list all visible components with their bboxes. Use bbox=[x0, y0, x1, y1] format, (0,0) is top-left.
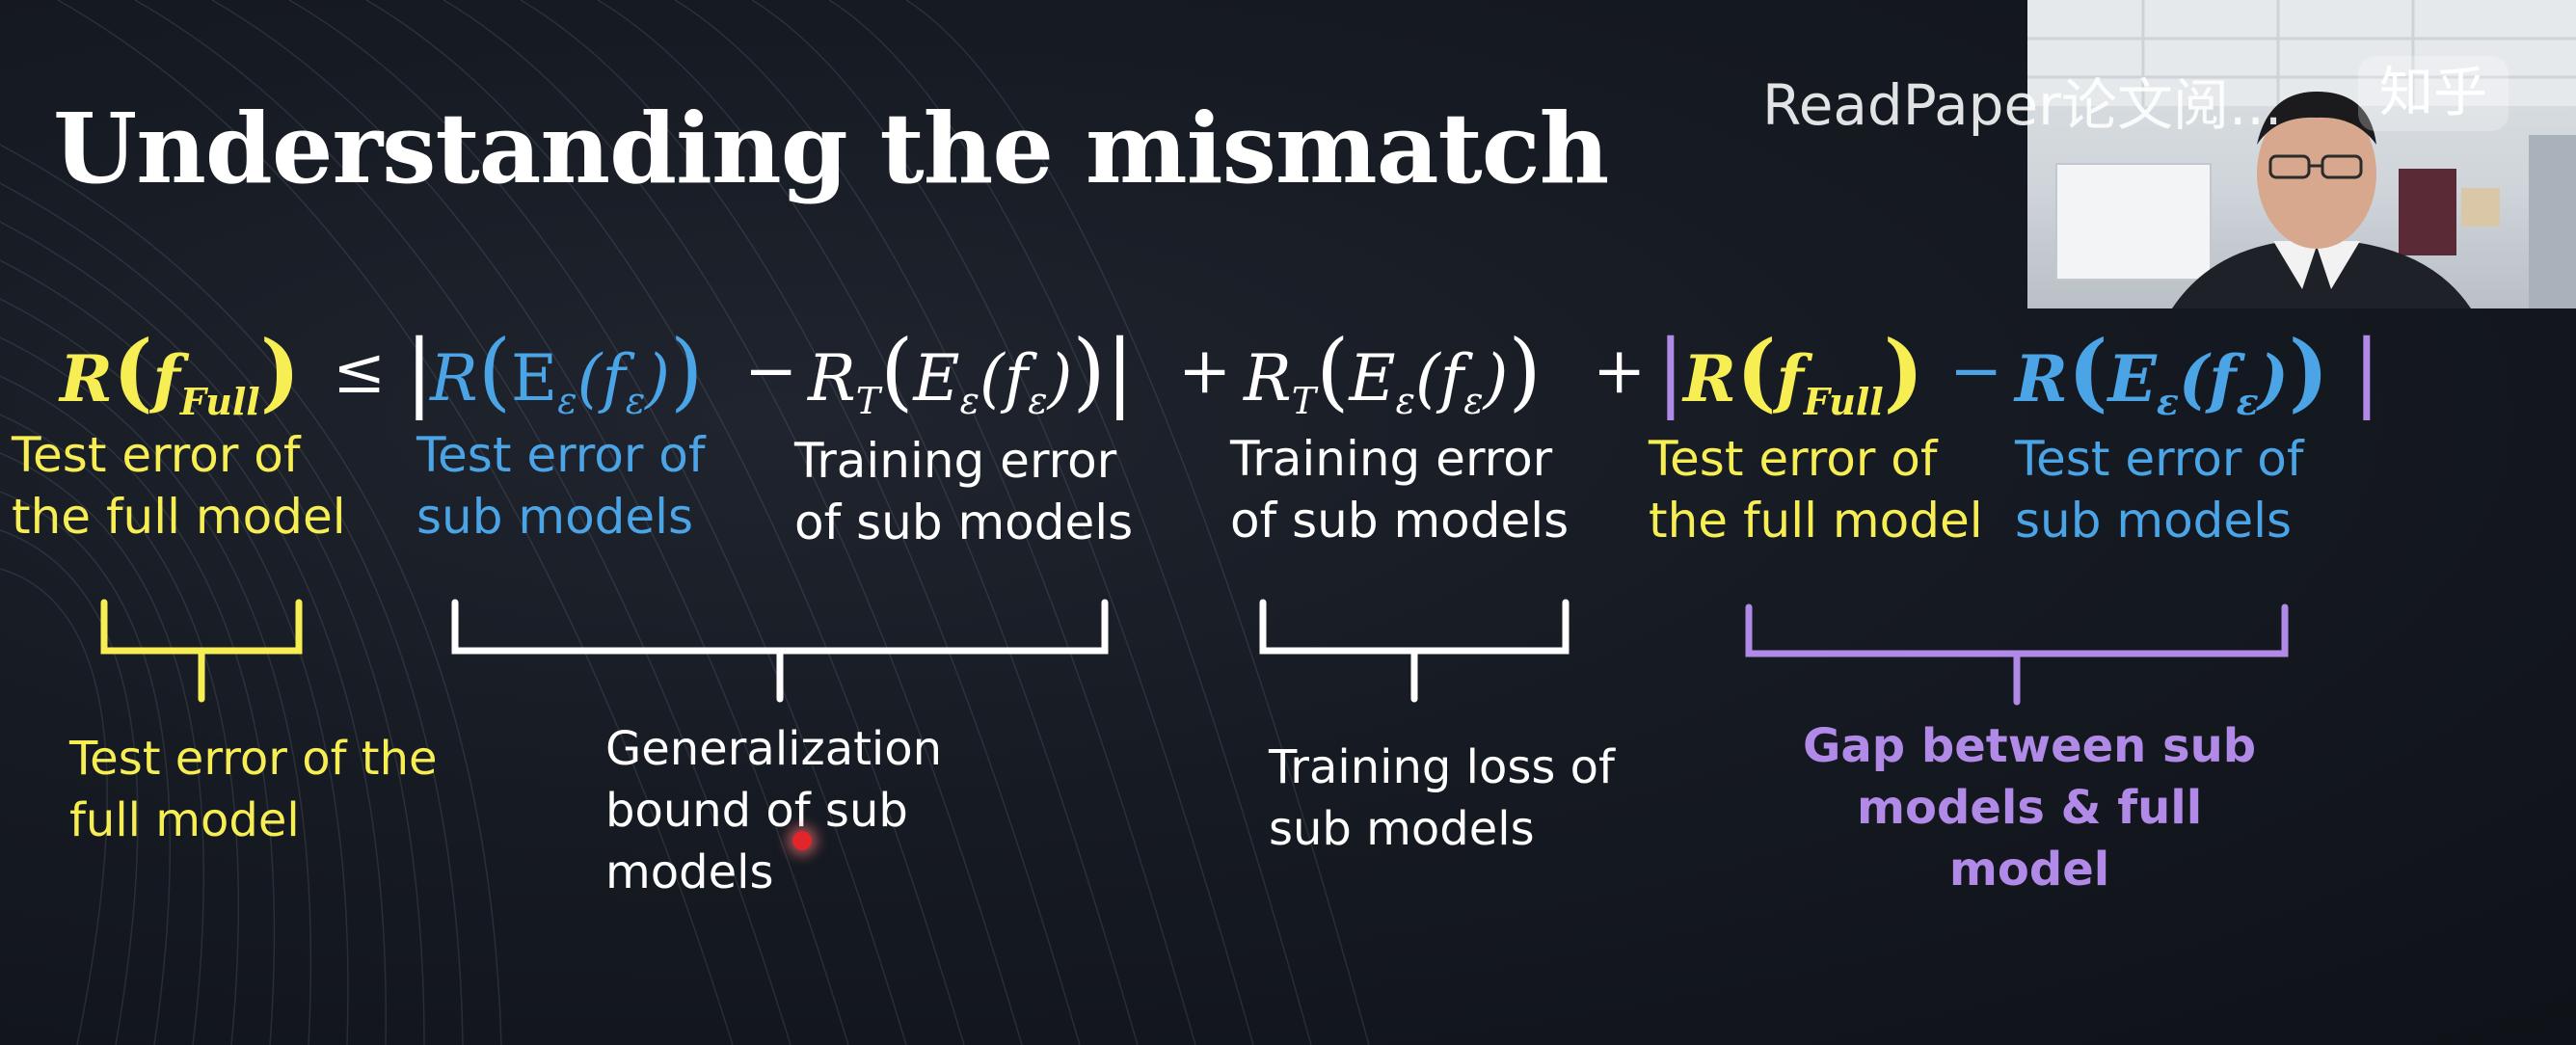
annotation-training-loss: Training loss of sub models bbox=[1269, 740, 1615, 856]
label-training-error-sub-2: Training error of sub models bbox=[1230, 431, 1570, 549]
eq-minus: − bbox=[744, 334, 798, 408]
label-test-error-full-2: Test error of the full model bbox=[1649, 431, 1983, 549]
watermark-readpaper: ReadPaper论文阅... bbox=[1762, 72, 2283, 138]
brace-training bbox=[1259, 599, 1570, 703]
eq-train-sub: RT(Eε(fε))| bbox=[808, 321, 1135, 423]
presenter-video-frame bbox=[2027, 0, 2576, 308]
label-test-error-full: Test error of the full model bbox=[12, 427, 346, 545]
eq-le: ≤ bbox=[333, 334, 387, 408]
eq-plus: + bbox=[1178, 334, 1232, 408]
eq-test-sub: R(Eε(fε)) bbox=[430, 321, 704, 423]
eq-minus-2: − bbox=[1949, 334, 2003, 408]
annotation-full-model: Test error of the full model bbox=[69, 732, 438, 847]
watermark-zhihu-badge: 知乎 bbox=[2358, 56, 2509, 131]
eq-abs-close-2: | bbox=[2352, 321, 2381, 420]
brace-full bbox=[100, 599, 303, 703]
slide-title: Understanding the mismatch bbox=[53, 92, 1609, 205]
eq-test-sub-2: R(Eε(fε)) bbox=[2015, 321, 2329, 424]
annotation-gap: Gap between sub models & full model bbox=[1803, 719, 2257, 897]
eq-abs-open: | bbox=[405, 321, 434, 420]
annotation-generalization: Generalization bound of sub models bbox=[605, 722, 943, 899]
laser-pointer-dot bbox=[792, 831, 812, 850]
label-test-error-sub: Test error of sub models bbox=[416, 427, 706, 545]
eq-full: R(fFull) bbox=[1683, 321, 1924, 424]
presenter-video bbox=[2027, 0, 2576, 308]
brace-generalization bbox=[451, 599, 1109, 703]
label-test-error-sub-2: Test error of sub models bbox=[2015, 431, 2304, 549]
brace-gap bbox=[1745, 603, 2289, 706]
eq-lhs: R(fFull) bbox=[60, 321, 301, 424]
label-training-error-sub: Training error of sub models bbox=[794, 433, 1134, 550]
eq-train-sub-2: RT(Eε(fε)) bbox=[1244, 321, 1542, 423]
eq-abs-open-2: | bbox=[1656, 321, 1685, 420]
eq-plus-2: + bbox=[1593, 334, 1647, 408]
